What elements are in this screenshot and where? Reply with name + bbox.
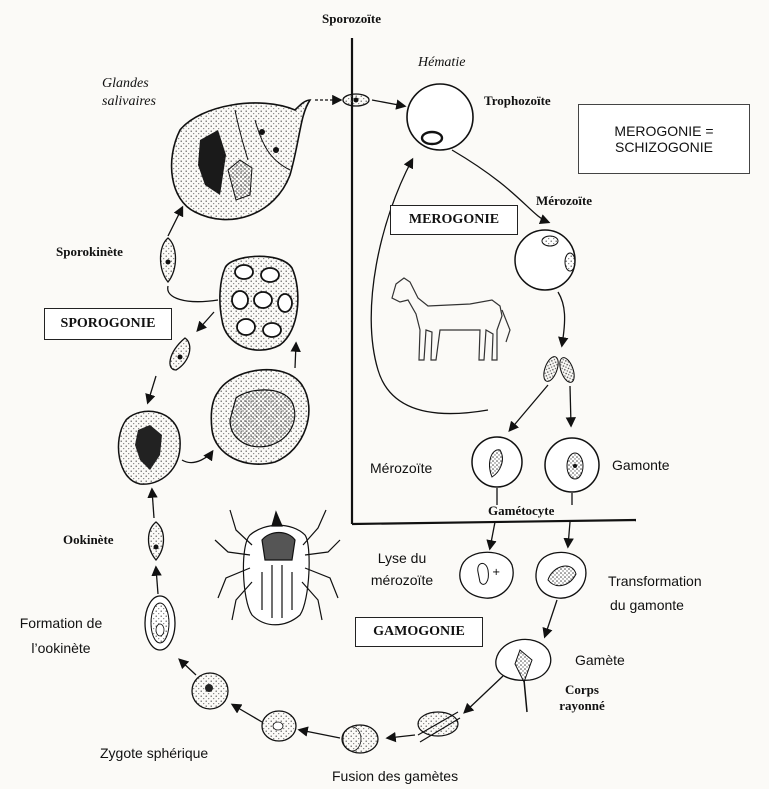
gamete-ray-body <box>496 639 551 712</box>
label-trophozoite: Trophozoïte <box>484 94 551 109</box>
sporokinete-cell-upper <box>161 238 176 282</box>
sporokinete-cell-lower <box>170 338 190 370</box>
label-lyse: Lyse du <box>366 550 438 566</box>
ookinete-cell <box>149 522 164 560</box>
label-zygote: Zygote sphérique <box>100 745 208 761</box>
gut-cell-developing <box>118 411 180 484</box>
label-rayonne: rayonné <box>548 699 616 714</box>
label-gametocyte: Gamétocyte <box>488 504 554 519</box>
merogonie-schizogonie-note: MEROGONIE = SCHIZOGONIE <box>578 104 750 174</box>
label-gamonte: Gamonte <box>612 457 670 473</box>
free-merozoites <box>541 355 577 385</box>
label-gamete: Gamète <box>575 652 625 668</box>
label-salivaires: salivaires <box>102 94 156 110</box>
gamete-fusion-cells <box>418 712 460 742</box>
note-line-2: SCHIZOGONIE <box>615 139 713 155</box>
label-du-gamonte: du gamonte <box>610 597 684 613</box>
dividing-merozoite-cell <box>515 230 575 290</box>
label-merogonie: MEROGONIE <box>409 212 499 228</box>
spherical-zygote <box>262 711 296 741</box>
label-transformation: Transformation <box>608 573 702 589</box>
label-lyse-merozoite: mérozoïte <box>360 572 444 588</box>
hematie-trophozoite-cell <box>407 84 473 150</box>
note-line-1: MEROGONIE = <box>614 123 713 139</box>
svg-text:+: + <box>492 567 500 578</box>
gamonte-in-rbc <box>545 438 599 492</box>
fused-gametes <box>342 725 378 753</box>
label-ookinete-formation: l’ookinète <box>6 640 116 656</box>
sporozoite-cell <box>343 94 369 106</box>
label-sporogonie: SPOROGONIE <box>61 316 156 332</box>
transforming-gamonte-cell <box>536 552 586 598</box>
merozoite-in-rbc <box>472 437 522 487</box>
zygote-developing <box>192 673 228 709</box>
lysed-merozoite-cell: + <box>460 552 513 598</box>
merogonie-box: MEROGONIE <box>390 205 518 235</box>
label-corps: Corps <box>552 683 612 698</box>
gamogonie-box: GAMOGONIE <box>355 617 483 647</box>
label-glandes: Glandes <box>102 76 149 92</box>
label-sporokinete: Sporokinète <box>56 245 123 260</box>
label-hematie: Hématie <box>418 55 465 71</box>
label-formation: Formation de <box>6 615 116 631</box>
ookinete-forming <box>145 596 175 650</box>
label-gamogonie: GAMOGONIE <box>373 624 465 640</box>
label-merozoite-top: Mérozoïte <box>536 194 592 209</box>
sporogonie-box: SPOROGONIE <box>44 308 172 340</box>
label-ookinete: Ookinète <box>63 533 114 548</box>
sporogony-cell-nuclear <box>211 370 309 464</box>
tick-vector-illustration <box>215 510 340 625</box>
salivary-gland-cell <box>172 100 310 220</box>
label-fusion: Fusion des gamètes <box>332 768 458 784</box>
sporogony-cell-multiple <box>220 256 298 350</box>
label-merozoite-bottom: Mérozoïte <box>370 460 432 476</box>
horse-host-illustration <box>392 278 510 360</box>
label-sporozoite: Sporozoïte <box>322 12 381 27</box>
